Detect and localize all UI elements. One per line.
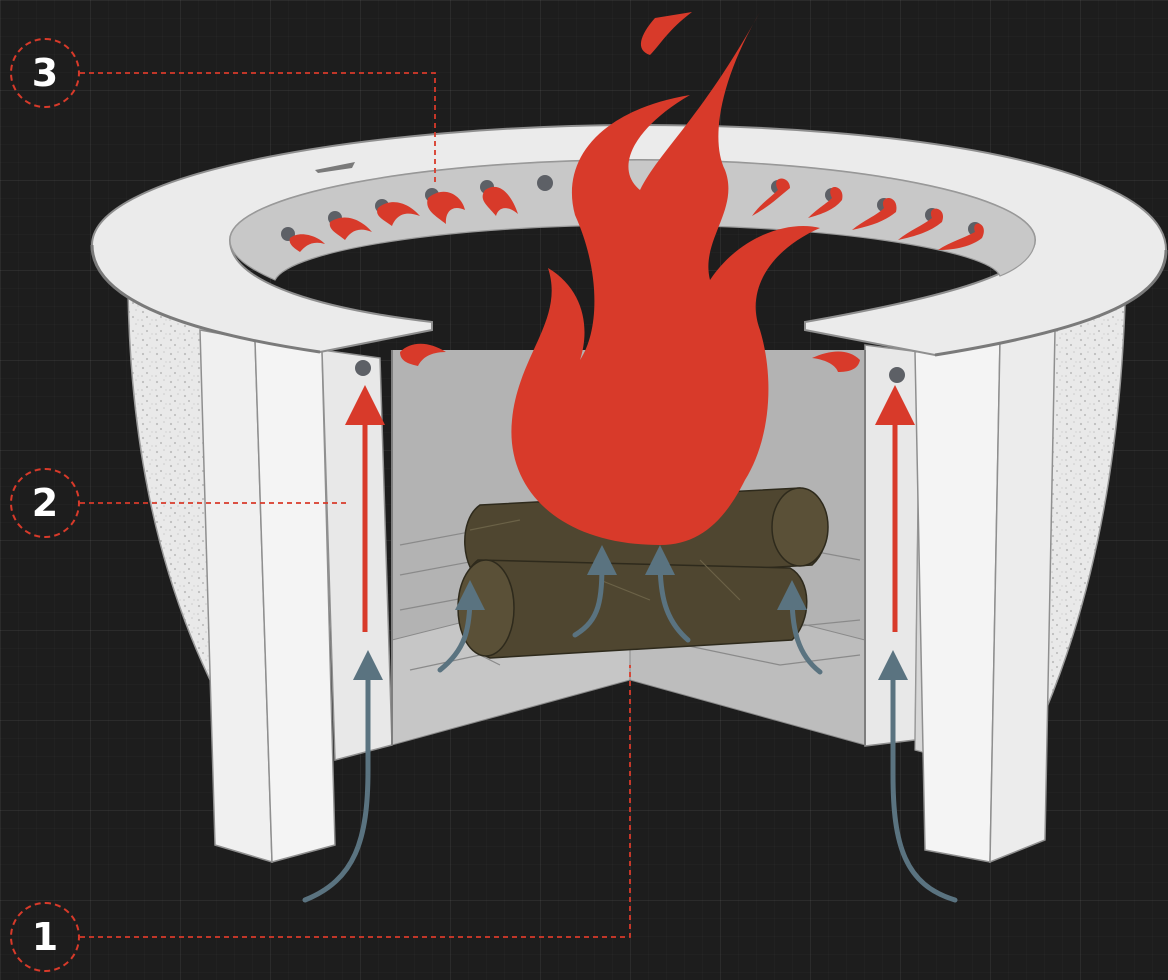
callout-badge-1: 1 xyxy=(10,902,80,972)
callout-badge-2: 2 xyxy=(10,468,80,538)
callout-badge-3: 3 xyxy=(10,38,80,108)
callout-number: 2 xyxy=(32,484,58,522)
callout-number: 1 xyxy=(32,918,58,956)
callout-number: 3 xyxy=(32,54,58,92)
